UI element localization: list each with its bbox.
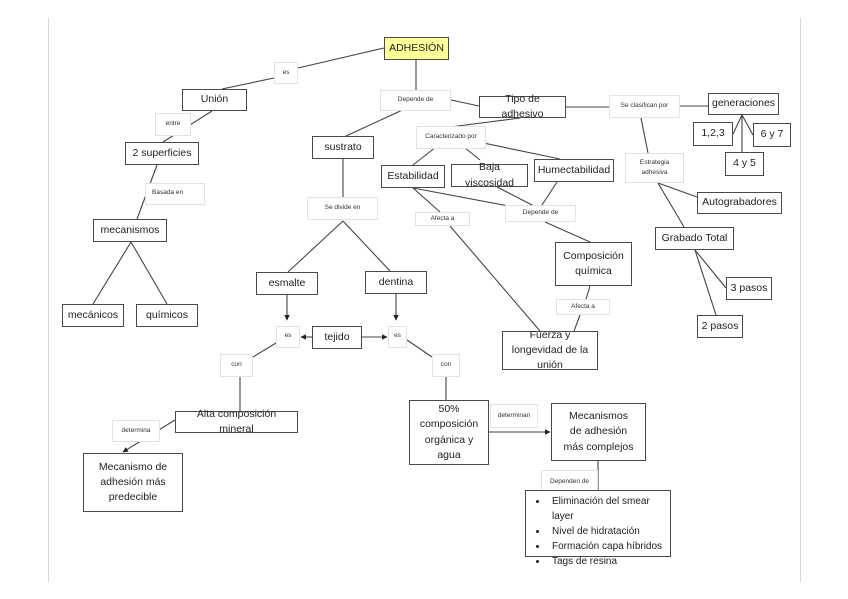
link-label-determina: determina <box>112 420 160 442</box>
node-baja-viscosidad: Baja viscosidad <box>451 161 528 189</box>
connector <box>450 99 480 107</box>
node-grabado-total: Grabado Total <box>655 227 734 250</box>
connector <box>640 117 649 154</box>
link-label-basada-en: Basada en <box>145 183 205 205</box>
node-gen-4-5: 4 y 5 <box>725 152 764 176</box>
connector <box>406 339 433 358</box>
right-page-border <box>800 18 801 582</box>
connector <box>130 241 168 305</box>
link-label-determinan: determinan <box>490 404 538 428</box>
link-label-con-left: con <box>220 354 253 377</box>
node-factores-list: Eliminación del smear layer Nivel de hid… <box>525 490 671 567</box>
connector <box>657 182 698 198</box>
connector <box>496 186 535 207</box>
node-gen-6-7: 6 y 7 <box>753 123 791 147</box>
node-esmalte: esmalte <box>256 272 318 295</box>
node-quimicos: químicos <box>136 304 198 327</box>
link-label-depende-de-mid: Depende de <box>505 205 576 222</box>
node-generaciones: generaciones <box>708 93 779 115</box>
link-label-entre: entre <box>155 113 191 136</box>
node-mecanismo-predecible: Mecanismo de adhesión más predecible <box>83 453 183 512</box>
node-estabilidad: Estabilidad <box>381 165 445 188</box>
connector <box>221 77 275 90</box>
connector <box>287 220 344 273</box>
node-composicion-organica: 50% composición orgánica y agua <box>409 400 489 465</box>
node-composicion-quimica: Composición química <box>555 242 632 286</box>
node-adhesion: ADHESIÓN <box>384 37 449 60</box>
node-mecanismos-complejos: Mecanismos de adhesión más complejos <box>551 403 646 461</box>
link-label-caracterizado-por: Caracterizado por <box>416 126 486 149</box>
node-union: Unión <box>182 89 247 111</box>
node-dentina: dentina <box>365 271 427 294</box>
list-item: Eliminación del smear layer <box>548 494 670 524</box>
node-fuerza-longevidad: Fuerza y longevidad de la unión <box>502 329 598 371</box>
node-3-pasos: 3 pasos <box>726 277 772 300</box>
node-tipo-de-adhesivo: Tipo de adhesivo <box>479 93 566 120</box>
connector <box>732 114 743 135</box>
link-label-depende-de: Depende de <box>380 90 451 111</box>
list-item: Tags de resina <box>548 554 670 569</box>
connector <box>694 249 717 316</box>
connector <box>92 241 132 305</box>
link-label-afecta-a-right: Afecta a <box>556 299 610 315</box>
connector <box>345 106 410 137</box>
link-label-se-divide-en: Se divide en <box>307 197 378 220</box>
connector <box>449 225 541 332</box>
left-page-border <box>48 18 49 582</box>
link-label-con-right: con <box>432 354 460 377</box>
node-autograbadores: Autograbadores <box>697 192 782 214</box>
link-label-se-clasifican-por: Se clasifican por <box>609 95 680 118</box>
connector <box>449 117 521 128</box>
link-label-estrategia-adhesiva: Estrategia adhesiva <box>625 153 684 183</box>
link-label-es-right: es <box>388 326 407 348</box>
connector <box>342 220 391 272</box>
connector <box>694 249 727 289</box>
link-label-es-left: es <box>276 326 300 348</box>
connector <box>741 114 754 136</box>
list-item: Nivel de hidratación <box>548 524 670 539</box>
node-gen-1-2-3: 1,2,3 <box>693 122 733 146</box>
connector <box>573 314 581 332</box>
connector <box>657 182 685 228</box>
node-mecanismos: mecanismos <box>93 219 167 242</box>
connector <box>585 285 591 300</box>
node-sustrato: sustrato <box>312 136 374 159</box>
node-humectabilidad: Humectabilidad <box>534 159 614 182</box>
connector <box>541 181 558 206</box>
node-alta-composicion-mineral: Alta composición mineral <box>175 408 298 435</box>
list-item: Formación capa híbridos <box>548 539 670 554</box>
node-2-superficies: 2 superficies <box>125 142 199 165</box>
connector <box>544 221 591 243</box>
node-2-pasos: 2 pasos <box>697 315 743 338</box>
node-mecanicos: mecánicos <box>62 304 124 327</box>
node-tejido: tejido <box>312 326 362 349</box>
connector <box>297 47 385 69</box>
link-label-es: es <box>274 62 298 84</box>
link-label-afecta-a-left: Afecta a <box>415 212 470 226</box>
connector <box>412 187 441 213</box>
